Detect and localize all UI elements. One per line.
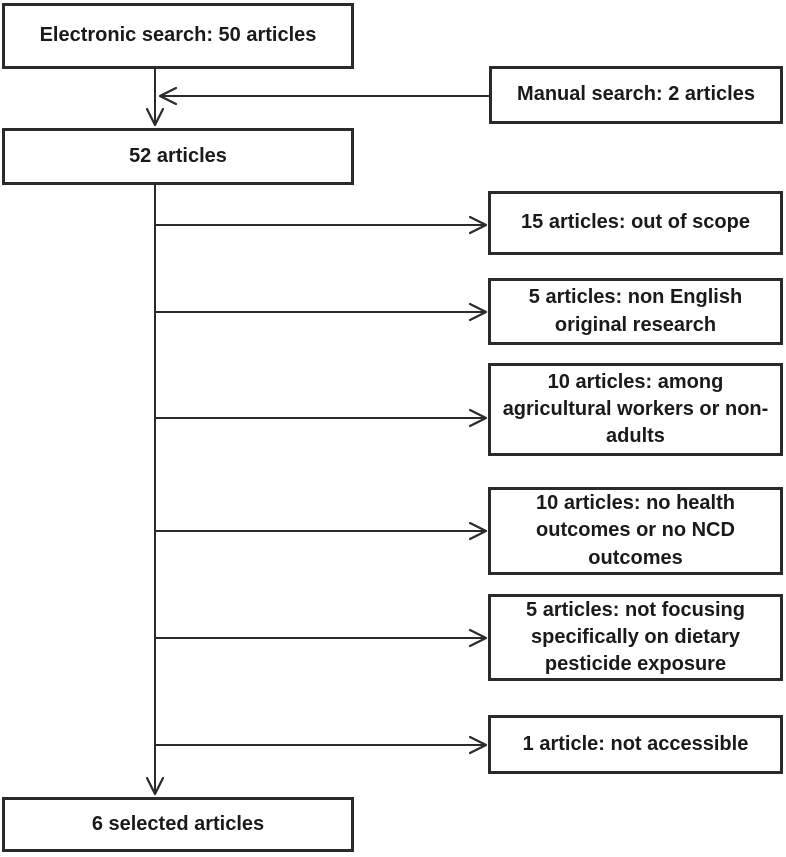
flow-box-excluded-not-focusing-dietary: 5 articles: not focusing specifically on… [488, 594, 783, 681]
flow-box-label: 5 articles: non English original researc… [528, 286, 743, 336]
flow-box-label: 6 selected articles [91, 812, 265, 835]
flow-box-label: 5 articles: not focusing specifically on… [526, 598, 745, 676]
flow-box-excluded-not-accessible: 1 article: not accessible [488, 715, 783, 774]
flow-box-manual-search: Manual search: 2 articles [489, 66, 783, 124]
flow-box-excluded-non-english: 5 articles: non English original researc… [488, 278, 783, 345]
flow-box-label: Manual search: 2 articles [517, 83, 755, 106]
flow-box-label: 15 articles: out of scope [521, 211, 750, 234]
flow-box-selected-articles: 6 selected articles [2, 797, 354, 852]
flow-box-label: 52 articles [129, 144, 227, 167]
flow-box-excluded-out-of-scope: 15 articles: out of scope [488, 191, 783, 255]
flow-box-label: 1 article: not accessible [522, 732, 749, 755]
flow-box-label: 10 articles: no health outcomes or no NC… [536, 492, 735, 569]
flow-box-combined-total: 52 articles [2, 128, 354, 185]
flow-box-excluded-agricultural-workers: 10 articles: among agricultural workers … [488, 363, 783, 456]
flow-box-electronic-search: Electronic search: 50 articles [2, 3, 354, 69]
flow-box-excluded-no-ncd-outcomes: 10 articles: no health outcomes or no NC… [488, 487, 783, 575]
flow-box-label: Electronic search: 50 articles [39, 24, 317, 47]
flow-box-label: 10 articles: among agricultural workers … [502, 370, 769, 448]
